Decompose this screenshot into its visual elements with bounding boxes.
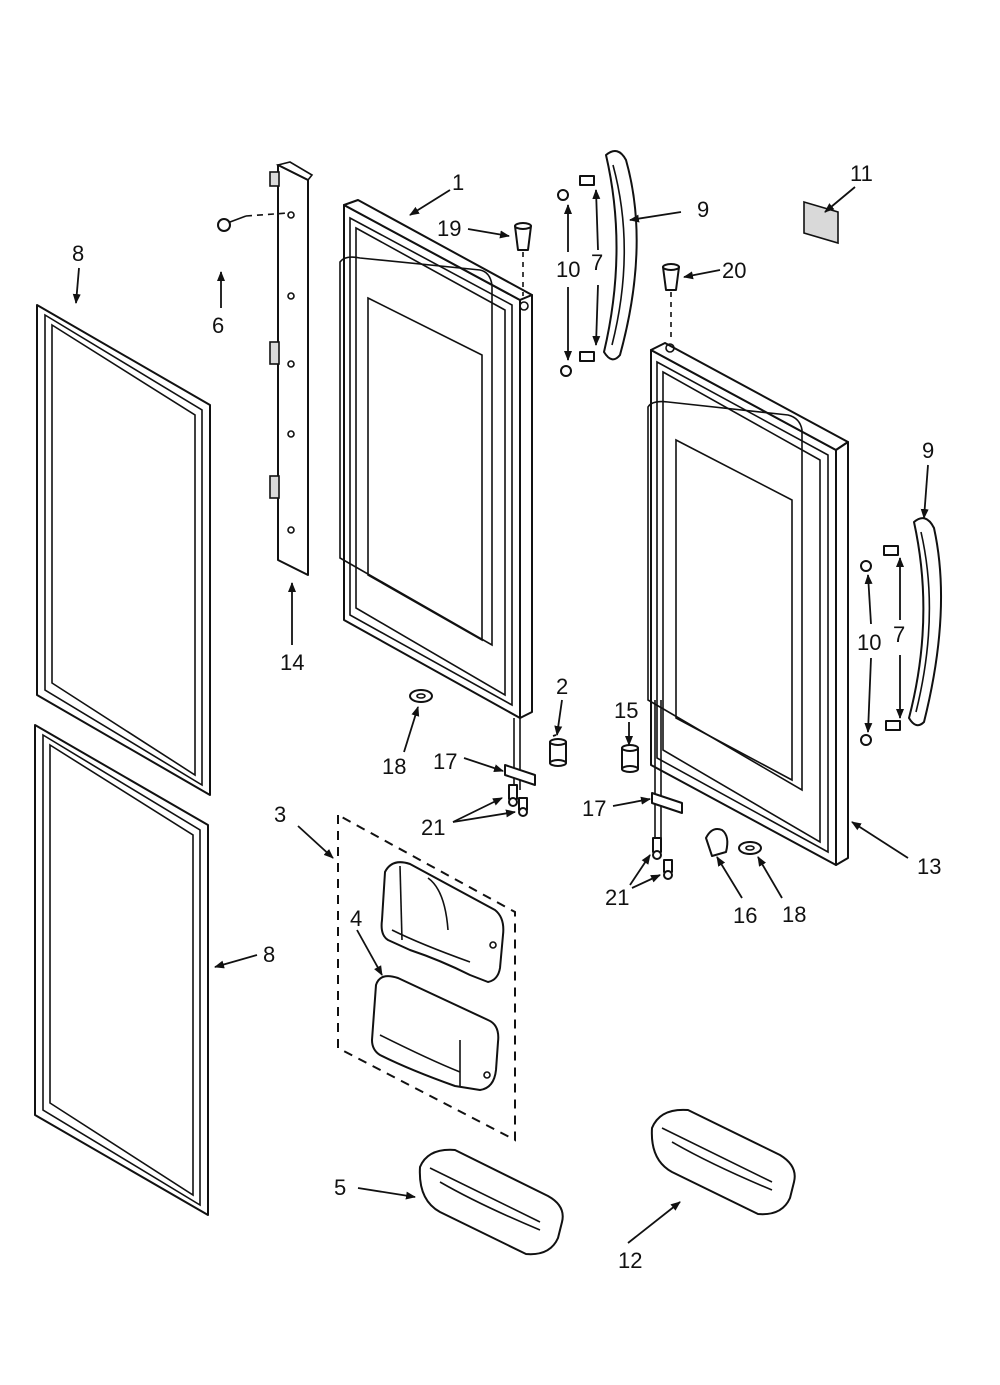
callout-8-upper: 8 <box>72 241 84 266</box>
callout-8-lower: 8 <box>263 942 275 967</box>
callout-19: 19 <box>437 216 461 241</box>
bushing-15 <box>621 744 639 773</box>
callout-10-upper: 10 <box>556 257 580 282</box>
handle-screws-lower <box>860 545 901 746</box>
callout-7-lower: 7 <box>893 622 905 647</box>
door-bin-5 <box>418 1148 564 1256</box>
callout-15: 15 <box>614 698 638 723</box>
screw-6 <box>217 212 289 232</box>
callout-10-lower: 10 <box>857 630 881 655</box>
dairy-bin <box>371 975 500 1091</box>
callout-4: 4 <box>350 906 362 931</box>
hinge-bar <box>269 161 314 576</box>
callout-6: 6 <box>212 313 224 338</box>
callout-16: 16 <box>733 903 757 928</box>
door-cam-16 <box>705 828 729 857</box>
left-door-assembly <box>339 199 533 790</box>
callout-14: 14 <box>280 650 304 675</box>
dairy-door <box>380 861 505 983</box>
dairy-compartment-box <box>337 814 516 1142</box>
callout-11: 11 <box>850 161 873 186</box>
callout-3: 3 <box>274 802 286 827</box>
right-door-assembly <box>647 342 849 866</box>
washer-18-right <box>738 841 762 855</box>
callout-13: 13 <box>917 854 941 879</box>
screws-21-right <box>652 837 673 880</box>
callout-20: 20 <box>722 258 746 283</box>
callout-18-left: 18 <box>382 754 406 779</box>
callout-21-right: 21 <box>605 885 629 910</box>
callout-12: 12 <box>618 1248 642 1273</box>
callout-17-right: 17 <box>582 796 606 821</box>
hinge-bracket-17-left <box>504 764 536 786</box>
handle-screws-upper <box>557 175 595 377</box>
callout-9-upper: 9 <box>697 197 709 222</box>
callout-2: 2 <box>556 674 568 699</box>
callout-5: 5 <box>334 1175 346 1200</box>
callout-18-right: 18 <box>782 902 806 927</box>
callout-21-left: 21 <box>421 815 445 840</box>
door-bin-12 <box>650 1108 796 1216</box>
washer-18-left <box>409 689 433 703</box>
door-plug-20 <box>662 263 680 340</box>
door-plug-19 <box>514 222 532 296</box>
callout-labels: 1 2 3 4 5 6 7 8 8 9 9 10 11 12 13 14 15 … <box>72 161 941 1273</box>
callout-1: 1 <box>452 170 464 195</box>
door-handle-upper <box>603 150 638 361</box>
upper-door-gasket <box>36 304 211 796</box>
screws-21-left <box>508 784 528 817</box>
callout-7-upper: 7 <box>591 250 603 275</box>
hinge-bracket-17-right <box>651 792 683 814</box>
lower-door-gasket <box>34 724 209 1216</box>
bushing-2 <box>549 738 567 767</box>
label-11 <box>803 200 839 245</box>
leader-lines <box>72 186 929 1244</box>
door-handle-lower <box>908 517 943 727</box>
callout-17-left: 17 <box>433 749 457 774</box>
callout-9-lower: 9 <box>922 438 934 463</box>
